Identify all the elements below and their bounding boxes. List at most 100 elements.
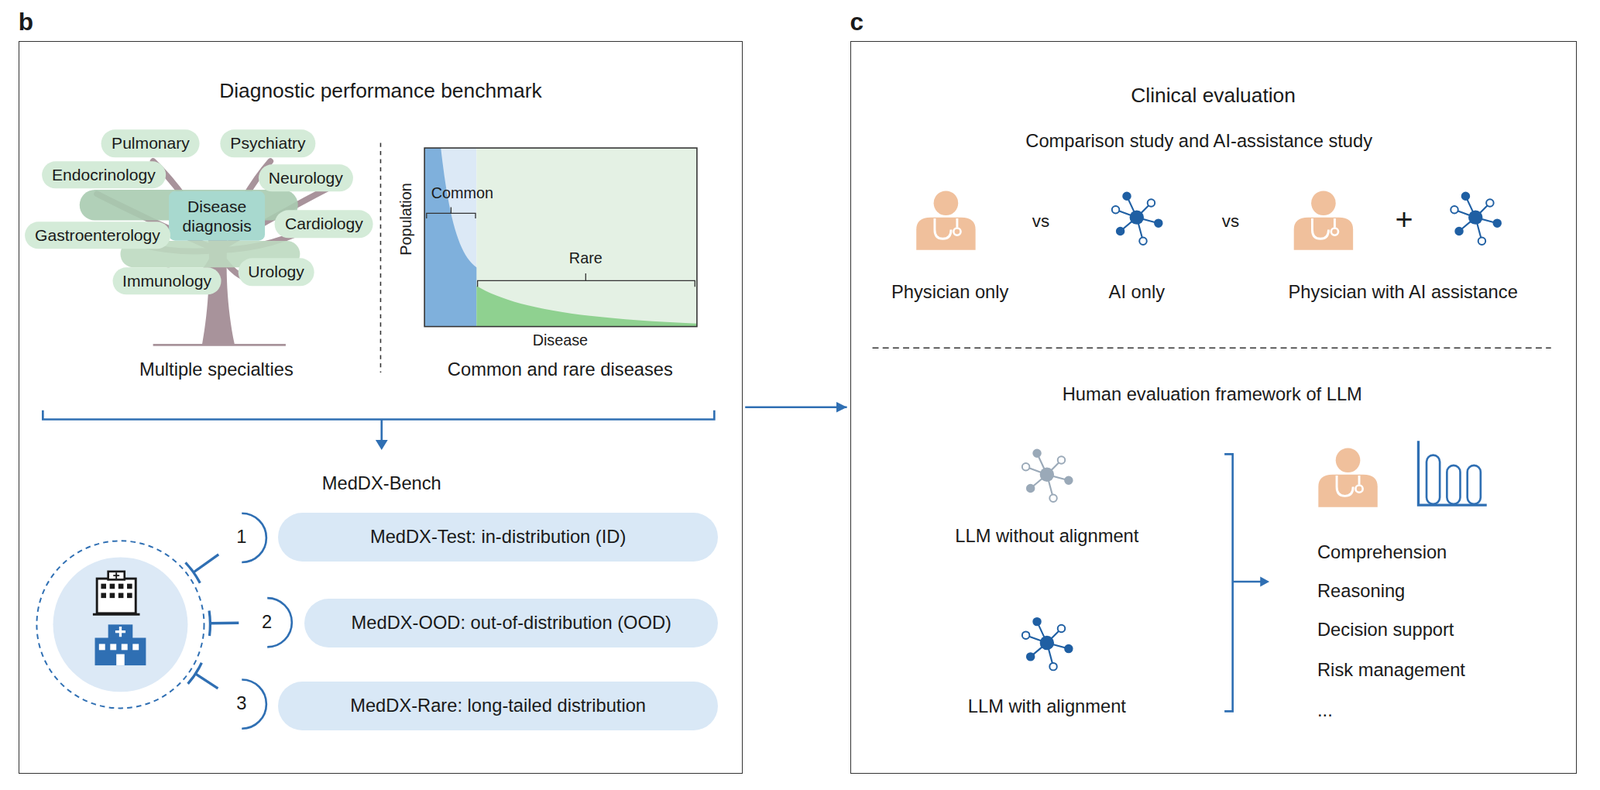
specialty-pill: Immunology bbox=[112, 267, 222, 296]
annotation-label: Reasoning bbox=[1317, 581, 1405, 603]
physician-body bbox=[1294, 217, 1353, 251]
network-node bbox=[1064, 645, 1072, 653]
physician-head bbox=[1335, 447, 1361, 473]
network-node bbox=[1049, 494, 1057, 502]
arrow-head bbox=[1260, 576, 1270, 587]
physician-icon bbox=[1294, 190, 1353, 250]
network-node bbox=[1450, 206, 1458, 213]
network-hub bbox=[1040, 635, 1055, 650]
annotation-label: LLM with alignment bbox=[968, 696, 1127, 718]
node-text: Cardiology bbox=[284, 214, 364, 234]
network-node bbox=[1147, 199, 1155, 207]
network-icon bbox=[1450, 192, 1501, 244]
network-node bbox=[1478, 236, 1486, 244]
rare-area bbox=[476, 285, 697, 327]
network-node bbox=[1026, 484, 1034, 492]
building-window bbox=[100, 583, 107, 590]
building-window bbox=[100, 593, 107, 599]
annotation-label: Comprehension bbox=[1317, 542, 1447, 564]
building-body bbox=[96, 578, 136, 614]
panel-box: Pulmonary PsychiatryEndocrinology Neurolog… bbox=[18, 41, 743, 774]
stethoscope-bell bbox=[953, 227, 961, 235]
network-icon bbox=[1112, 192, 1163, 244]
annotation-label: + bbox=[1394, 202, 1413, 237]
chart-frame bbox=[424, 147, 697, 327]
hospital-cross bbox=[115, 626, 126, 637]
building-icon bbox=[92, 571, 141, 615]
node-text: Neurology bbox=[268, 168, 344, 188]
group-bracket bbox=[42, 410, 715, 443]
common-bracket bbox=[426, 206, 476, 218]
number-circle: 2 bbox=[245, 600, 289, 644]
specialty-pill: Endocrinology bbox=[41, 161, 166, 189]
arrow-head bbox=[375, 439, 388, 450]
specialty-pill: Urology bbox=[237, 258, 315, 286]
hospital-window bbox=[132, 643, 139, 650]
building-window bbox=[127, 593, 133, 599]
network-node bbox=[1486, 199, 1494, 207]
chart-bar bbox=[1467, 465, 1481, 505]
network-node bbox=[1122, 192, 1130, 200]
network-node bbox=[1493, 219, 1501, 227]
node-text: Disease diagnosis bbox=[173, 196, 261, 237]
network-node bbox=[1139, 236, 1147, 244]
illustration-group bbox=[36, 142, 1551, 728]
network-hub bbox=[1129, 209, 1144, 224]
center-box: Disease diagnosis bbox=[168, 191, 265, 242]
number-disc bbox=[217, 513, 267, 563]
annotation-label: vs bbox=[1222, 211, 1240, 232]
network-node bbox=[1064, 476, 1072, 484]
tier-connector bbox=[209, 621, 239, 625]
network-hub bbox=[1040, 466, 1055, 481]
dashed-divider bbox=[872, 347, 1552, 350]
panel-letter: c bbox=[850, 6, 865, 35]
annotation-label: MedDX-Bench bbox=[322, 473, 442, 495]
common-region bbox=[424, 147, 477, 327]
network-node bbox=[1057, 456, 1065, 464]
node-text: Diagnostic performance benchmark bbox=[19, 78, 742, 103]
hospital-body bbox=[95, 638, 147, 667]
network-node bbox=[1022, 631, 1030, 639]
network-node bbox=[1026, 652, 1034, 660]
building-top bbox=[108, 571, 125, 581]
building-window bbox=[127, 583, 133, 590]
node-text: Psychiatry bbox=[230, 133, 306, 154]
specialty-pill: Pulmonary bbox=[101, 130, 200, 158]
building-window bbox=[118, 583, 124, 590]
specialty-pill: Gastroenterology bbox=[24, 221, 171, 249]
rare-region bbox=[476, 147, 697, 327]
annotation-label: AI only bbox=[1109, 282, 1165, 304]
hospital-window bbox=[99, 643, 106, 650]
number-circle: 1 bbox=[219, 515, 263, 559]
physician-icon bbox=[1318, 447, 1377, 507]
flow-arrow bbox=[745, 405, 847, 409]
building-window bbox=[109, 583, 116, 590]
node-text: Pulmonary bbox=[111, 133, 190, 154]
node-text: Immunology bbox=[122, 271, 212, 292]
node-text: MedDX-OOD: out-of-distribution (OOD) bbox=[351, 612, 672, 634]
rare-bracket bbox=[477, 273, 696, 287]
hospital-top bbox=[108, 624, 134, 639]
network-node bbox=[1033, 618, 1041, 625]
annotation-label: LLM without alignment bbox=[954, 525, 1139, 547]
tier-cap bbox=[188, 662, 203, 684]
node-text: Gastroenterology bbox=[34, 225, 161, 245]
dataset-band: MedDX-Test: in-distribution (ID) bbox=[278, 512, 718, 562]
hospital-window bbox=[121, 643, 128, 650]
node-text: 3 bbox=[236, 693, 247, 715]
node-text: MedDX-Rare: long-tailed distribution bbox=[350, 695, 646, 717]
number-disc bbox=[217, 679, 267, 729]
building-window bbox=[109, 593, 116, 599]
annotation-label: Rare bbox=[569, 249, 603, 268]
chart-bar bbox=[1426, 455, 1440, 505]
node-text: Clinical evaluation bbox=[851, 83, 1576, 108]
annotation-label: Disease bbox=[532, 330, 588, 349]
node-text: MedDX-Test: in-distribution (ID) bbox=[370, 526, 626, 548]
chart-bar bbox=[1446, 465, 1460, 505]
hospital-dashed-ring bbox=[36, 540, 204, 708]
hospital-window bbox=[109, 643, 117, 650]
annotation-label: Population bbox=[397, 183, 416, 257]
tier-cap bbox=[185, 562, 201, 583]
stethoscope-bell bbox=[1355, 485, 1363, 493]
